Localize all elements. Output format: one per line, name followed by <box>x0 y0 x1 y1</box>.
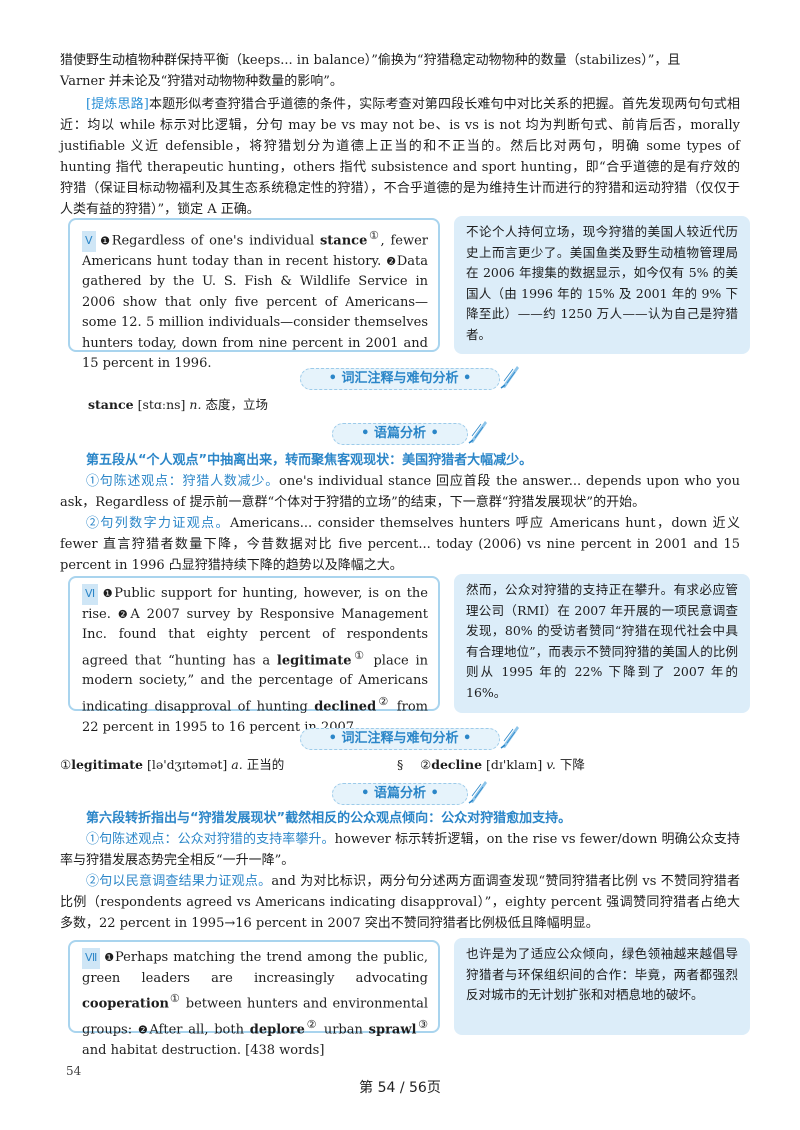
vocab-banner-2: • 词汇注释与难句分析 • <box>0 726 800 750</box>
vocab-legitimate-pos: a. <box>231 757 243 772</box>
intro-line-2: Varner 并未论及“狩猎对动物物种数量的影响”。 <box>60 74 343 89</box>
analysis-6-point-2-text: and 为对比标识，两分句分述两方面调查发现“赞同狩猎者比例 vs 不赞同狩猎者… <box>60 874 740 931</box>
vocab-separator: § <box>397 757 404 772</box>
pen-icon <box>500 366 520 389</box>
vocab-word-cooperation: cooperation <box>82 996 169 1012</box>
vocab-banner-1: • 词汇注释与难句分析 • <box>0 366 800 390</box>
sentence-2-marker: ❷ <box>117 607 131 621</box>
analysis-5-point-1-label: ①句陈述观点：狩猎人数减少。 <box>86 474 280 489</box>
sentence-1-marker: ❶ <box>103 951 116 964</box>
vocab-stance-meaning: 态度，立场 <box>205 397 268 412</box>
analysis-6-point-2-label: ②句以民意调查结果力证观点。 <box>86 874 272 889</box>
p7-s1-pre: Perhaps matching the trend among the pub… <box>82 950 428 986</box>
analysis-6-point-1-text: however 标示转折逻辑，on the rise vs fewer/down… <box>60 832 740 868</box>
paragraph-6-roman: Ⅵ <box>82 584 99 605</box>
p7-s2-post: and habitat destruction. [438 words] <box>82 1042 325 1058</box>
vocab-decline-num: ② <box>420 757 432 772</box>
p7-s2-sup: ② <box>304 1017 319 1031</box>
p5-s1-sup: ① <box>367 229 381 242</box>
p7-s1-post: between hunters and environmental groups… <box>82 996 428 1038</box>
vocab-legitimate: ①legitimate [lə'dʒɪtəmət] a. 正当的 <box>60 756 284 774</box>
sentence-1-marker: ❶ <box>101 587 115 600</box>
p7-s2-sup2: ③ <box>416 1017 428 1031</box>
analysis-5: 第五段从“个人观点”中抽离出来，转而聚焦客观现状：美国狩猎者大幅减少。 ①句陈述… <box>60 450 740 576</box>
p6-s2-pre: A 2007 survey by Responsive Management I… <box>82 606 428 668</box>
vocab-decline-meaning: 下降 <box>559 757 585 772</box>
p7-s1-sup: ① <box>168 992 181 1005</box>
vocab-legitimate-ipa: [lə'dʒɪtəmət] <box>146 757 228 772</box>
analysis-5-point-2-text: Americans... consider themselves hunters… <box>60 516 740 573</box>
vocab-decline-ipa: [dɪ'klaɪn] <box>486 757 543 772</box>
pen-icon <box>500 726 520 749</box>
p5-s1-pre: Regardless of one's individual <box>111 233 320 249</box>
analysis-5-point-1-text: one's individual stance 回应首段 the answer.… <box>60 474 740 510</box>
paragraph-5-roman: Ⅴ <box>82 231 96 252</box>
p5-s1-post: , fewer Americans hunt today than in rec… <box>82 233 428 269</box>
p7-s2-mid: urban <box>318 1022 369 1038</box>
sentence-2-marker: ❷ <box>137 1023 150 1037</box>
intro-text: 猎使野生动植物种群保持平衡（keeps... in balance）”偷换为“狩… <box>60 50 740 92</box>
pen-icon <box>468 421 487 444</box>
vocab-stance-pos: n. <box>189 397 202 412</box>
p6-s2-post: from 22 percent in 1995 to 16 percent in… <box>82 699 428 735</box>
analysis-6: 第六段转折指出与“狩猎发展现状”截然相反的公众观点倾向：公众对狩猎愈加支持。 ①… <box>60 808 740 934</box>
analysis-6-point-1-label: ①句陈述观点：公众对狩猎的支持率攀升。 <box>86 832 335 847</box>
vocab-stance: stance [stɑːns] n. 态度，立场 <box>88 396 268 414</box>
paragraph-7-roman: Ⅶ <box>82 948 101 969</box>
paragraph-6-chinese: 然而，公众对狩猎的支持正在攀升。有求必应管理公司（RMI）在 2007 年开展的… <box>454 574 750 713</box>
vocab-legitimate-word: legitimate <box>71 757 143 772</box>
banner-4-label: • 语篇分析 • <box>361 786 439 801</box>
sentence-1-marker: ❶ <box>98 234 112 248</box>
page-footer: 第 54 / 56页 <box>359 1080 441 1096</box>
analysis-5-head: 第五段从“个人观点”中抽离出来，转而聚焦客观现状：美国狩猎者大幅减少。 <box>86 453 533 468</box>
intro-line-1: 猎使野生动植物种群保持平衡（keeps... in balance）”偷换为“狩… <box>60 53 681 68</box>
analysis-5-point-2-label: ②句列数字力证观点。 <box>86 516 230 531</box>
discourse-banner-1: • 语篇分析 • <box>0 421 800 445</box>
p7-s2-pre: After all, both <box>149 1022 250 1038</box>
banner-2-label: • 语篇分析 • <box>361 426 439 441</box>
p6-s1: Public support for hunting, however, is … <box>82 586 428 622</box>
vocab-legitimate-meaning: 正当的 <box>246 757 285 772</box>
p5-s2: Data gathered by the U. S. Fish & Wildli… <box>82 253 428 372</box>
banner-1-label: • 词汇注释与难句分析 • <box>328 371 472 386</box>
refine-text: 本题形似考查狩猎合乎道德的条件，实际考查对第四段长难句中对比关系的把握。首先发现… <box>60 97 740 217</box>
vocab-word-deplore: deplore <box>249 1022 305 1038</box>
analysis-6-head: 第六段转折指出与“狩猎发展现状”截然相反的公众观点倾向：公众对狩猎愈加支持。 <box>86 811 572 826</box>
refine-paragraph: [提炼思路]本题形似考查狩猎合乎道德的条件，实际考查对第四段长难句中对比关系的把… <box>60 94 740 220</box>
p6-s2-sup: ① <box>351 648 367 662</box>
paragraph-5-chinese: 不论个人持何立场，现今狩猎的美国人较近代历史上而言更少了。美国鱼类及野生动植物管… <box>454 216 750 354</box>
paragraph-7-chinese: 也许是为了适应公众倾向，绿色领袖越来越倡导狩猎者与环保组织间的合作：毕竟，两者都… <box>454 938 750 1035</box>
vocab-decline-word: decline <box>431 757 483 772</box>
page-number: 54 <box>66 1064 82 1078</box>
vocab-word-declined: declined <box>314 699 377 715</box>
vocab-word-legitimate: legitimate <box>276 652 352 668</box>
p6-s2-sup2: ② <box>376 694 391 708</box>
vocab-word-stance: stance <box>319 233 368 249</box>
pen-icon <box>468 781 487 804</box>
vocab-decline: ②decline [dɪ'klaɪn] v. 下降 <box>420 756 585 774</box>
vocab-stance-word: stance <box>88 397 134 412</box>
vocab-word-sprawl: sprawl <box>368 1022 417 1038</box>
refine-tag: [提炼思路] <box>86 97 149 112</box>
banner-3-label: • 词汇注释与难句分析 • <box>328 731 472 746</box>
p6-s2-mid: place in modern society,” and the percen… <box>82 652 428 715</box>
discourse-banner-2: • 语篇分析 • <box>0 781 800 805</box>
vocab-decline-pos: v. <box>546 757 556 772</box>
vocab-legitimate-num: ① <box>60 757 72 772</box>
vocab-stance-ipa: [stɑːns] <box>137 397 186 412</box>
sentence-2-marker: ❷ <box>386 254 397 268</box>
